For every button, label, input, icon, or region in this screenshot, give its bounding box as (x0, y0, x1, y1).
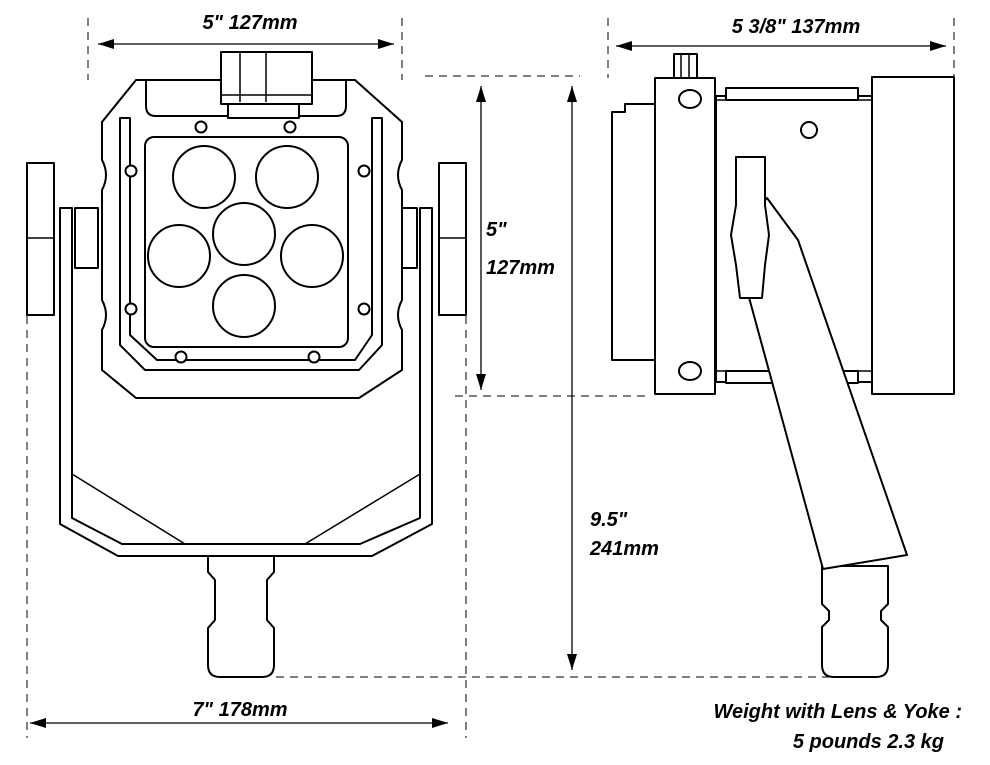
front-yoke-frame (59, 207, 433, 557)
extension-lines (26, 18, 955, 738)
front-handle (207, 555, 275, 678)
side-front-plate (654, 77, 716, 395)
side-lens-barrel (611, 103, 657, 361)
side-handle (821, 565, 889, 678)
front-inner-frame (119, 117, 383, 371)
lens (212, 202, 276, 266)
weight-value: 5 pounds 2.3 kg (793, 731, 944, 753)
head-height-mm-label: 127mm (486, 257, 555, 279)
yoke-width-label: 7" 178mm (192, 699, 287, 721)
total-height-mm-label: 241mm (589, 538, 659, 560)
side-screw (800, 121, 818, 139)
dimension-yoke-width (30, 718, 448, 728)
front-lenses (147, 145, 344, 338)
total-height-in-label: 9.5" (590, 509, 628, 531)
weight-label: Weight with Lens & Yoke : (713, 701, 962, 723)
side-rear-cap (871, 76, 955, 395)
lens (212, 274, 276, 338)
dimension-side-width (616, 41, 946, 51)
side-width-label: 5 3/8" 137mm (732, 16, 860, 38)
front-screws (124, 120, 371, 364)
front-left-pivot (74, 207, 99, 269)
front-right-knob (438, 162, 467, 316)
side-tilt-lock-knob (730, 156, 770, 299)
head-height-in-label: 5" (486, 219, 507, 241)
front-width-label: 5" 127mm (202, 12, 297, 34)
front-view (26, 51, 467, 678)
lens (147, 224, 211, 288)
dimension-front-width (98, 39, 394, 49)
front-left-knob (26, 162, 55, 316)
side-view (611, 53, 955, 678)
lens (255, 145, 319, 209)
lens (280, 224, 344, 288)
dimension-head-height (476, 86, 486, 390)
side-top-connector (673, 53, 698, 79)
front-top-connector (220, 51, 313, 105)
dimension-total-height (567, 86, 577, 670)
lens (172, 145, 236, 209)
